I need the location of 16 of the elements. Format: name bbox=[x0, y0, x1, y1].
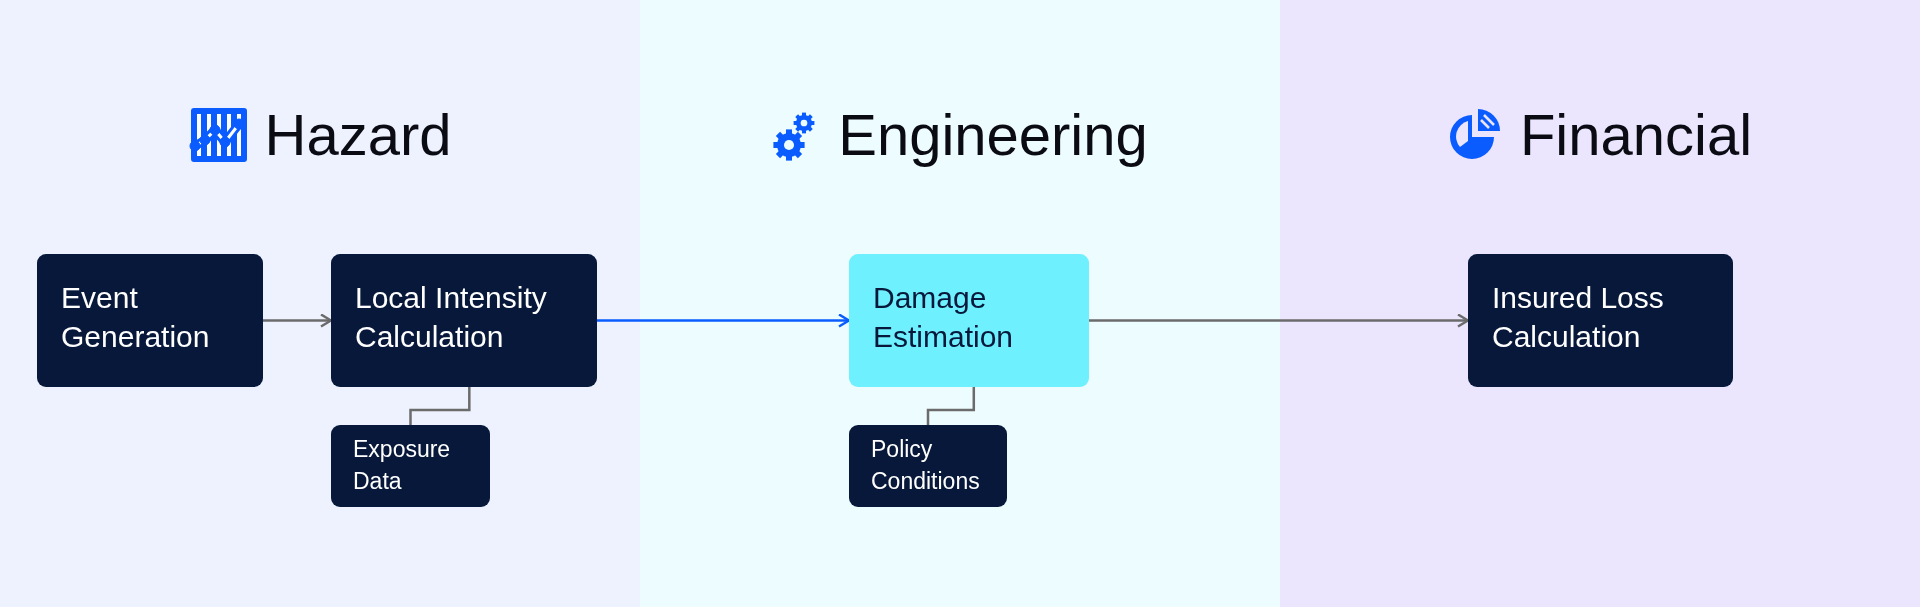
process-box: Policy Conditions bbox=[849, 425, 1007, 507]
stage-heading: Financial bbox=[1519, 106, 1753, 164]
stage-band bbox=[1280, 0, 1920, 607]
process-box: Exposure Data bbox=[331, 425, 490, 507]
stage-band bbox=[0, 0, 640, 607]
process-box: Event Generation bbox=[37, 254, 263, 387]
connector-line bbox=[926, 387, 976, 425]
process-box: Insured Loss Calculation bbox=[1468, 254, 1733, 387]
arrow bbox=[263, 313, 333, 328]
arrow bbox=[597, 313, 851, 328]
process-box: Local Intensity Calculation bbox=[331, 254, 597, 387]
arrow bbox=[1089, 313, 1470, 328]
process-box: Damage Estimation bbox=[849, 254, 1089, 387]
stage-heading: Hazard bbox=[264, 106, 452, 164]
stage-band bbox=[640, 0, 1280, 607]
connector-line bbox=[409, 387, 471, 425]
